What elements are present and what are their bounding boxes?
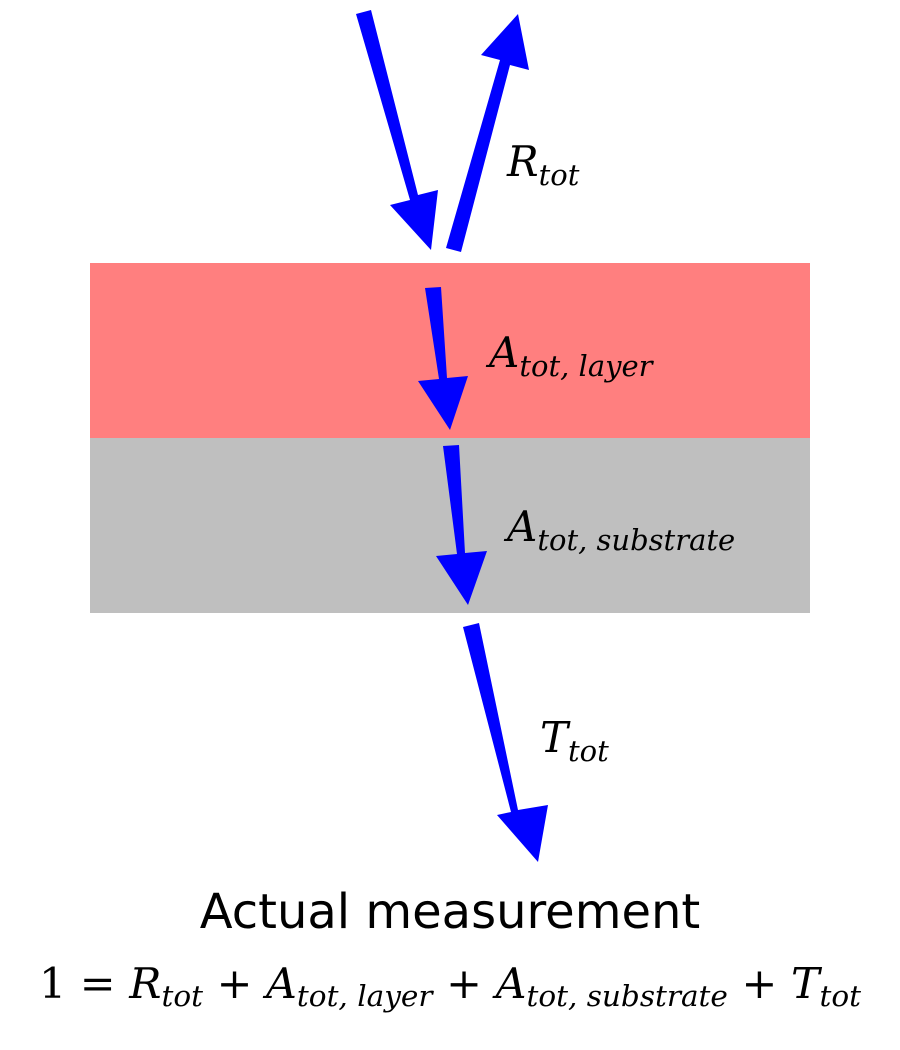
substrate-absorption-arrow	[436, 445, 487, 605]
eq-term-1-sub: tot	[161, 979, 203, 1013]
transmitted-arrow	[463, 623, 548, 862]
eq-term-2-sub: tot, layer	[297, 979, 435, 1013]
eq-term-1-base: R	[128, 959, 161, 1008]
layer-absorption-label: Atot, layer	[485, 328, 655, 383]
reflection-label-sub: tot	[539, 158, 580, 192]
substrate-absorption-label-base: A	[503, 502, 537, 551]
equation-lhs: 1	[39, 959, 66, 1008]
reflection-label: Rtot	[506, 137, 580, 192]
eq-term-4-sub: tot	[819, 979, 861, 1013]
caption: Actual measurement	[200, 884, 701, 940]
transmission-label: Ttot	[540, 713, 609, 768]
layer-absorption-label-base: A	[485, 328, 519, 377]
reflected-arrow	[446, 14, 529, 252]
transmission-label-sub: tot	[568, 734, 609, 768]
equation-equals: =	[80, 959, 116, 1008]
transmission-label-base: T	[540, 713, 571, 762]
eq-term-2-base: A	[262, 959, 297, 1008]
equation-plus-3: +	[742, 959, 778, 1008]
incident-arrow	[356, 10, 438, 250]
eq-term-3-base: A	[492, 959, 527, 1008]
equation-plus-1: +	[217, 959, 253, 1008]
substrate-absorption-label: Atot, substrate	[503, 502, 735, 557]
eq-term-4-base: T	[791, 959, 823, 1008]
eq-term-3-sub: tot, substrate	[526, 979, 727, 1013]
energy-balance-equation: 1 = Rtot + Atot, layer + Atot, substrate…	[39, 959, 861, 1016]
equation-plus-2: +	[446, 959, 482, 1008]
layer-absorption-arrow	[418, 287, 468, 430]
substrate-absorption-label-sub: tot, substrate	[537, 523, 735, 557]
reflection-label-base: R	[506, 137, 539, 186]
arrows-group	[356, 10, 548, 862]
layer-absorption-label-sub: tot, layer	[519, 349, 654, 383]
